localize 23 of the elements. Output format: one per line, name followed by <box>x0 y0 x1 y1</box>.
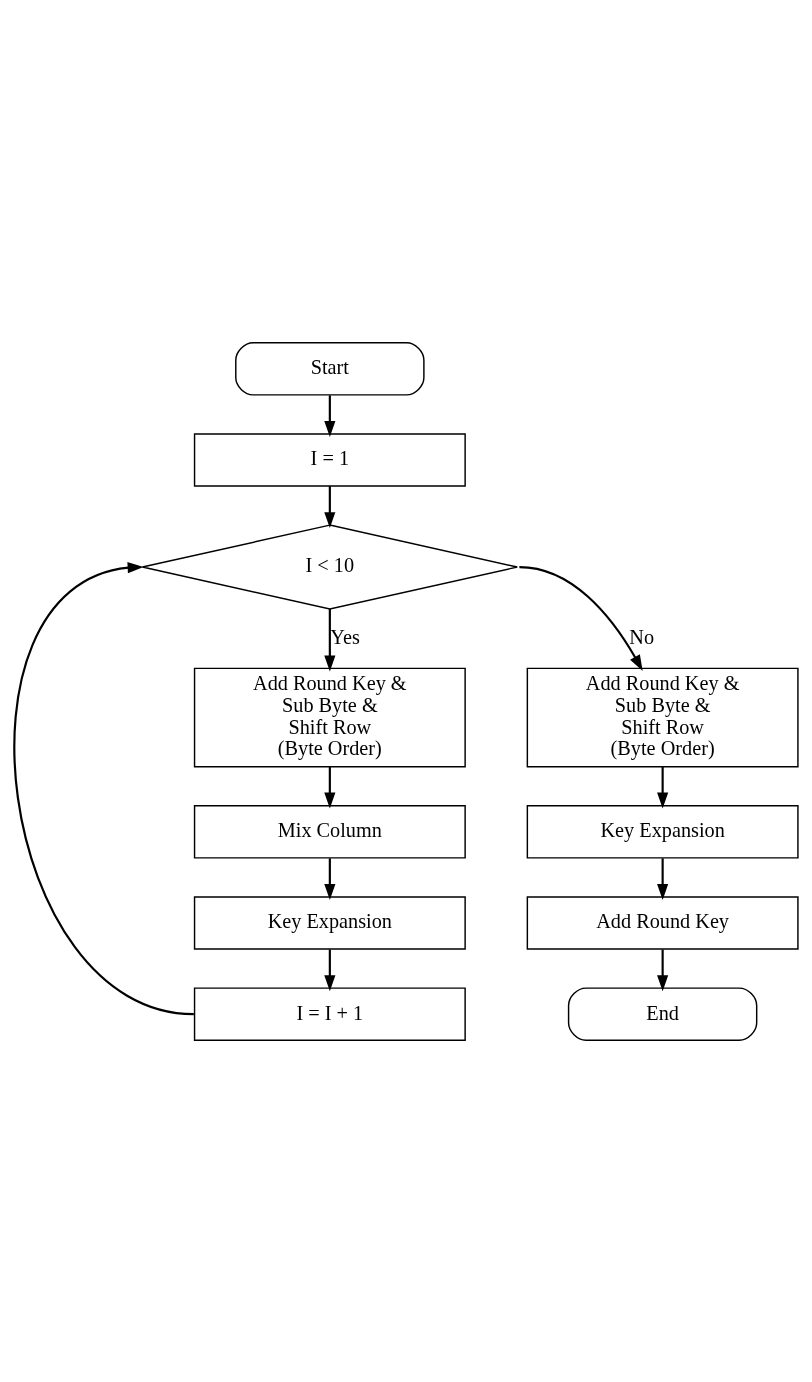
node-box: Start <box>235 341 425 396</box>
arrow <box>13 561 195 1015</box>
arrow <box>324 608 336 671</box>
node-box: I = I + 1 <box>193 986 466 1041</box>
arrow <box>324 485 336 528</box>
node-box: Add Round Key <box>526 895 799 950</box>
node-box: Mix Column <box>193 804 466 859</box>
arrow <box>519 565 643 671</box>
node-box: I = 1 <box>193 432 466 487</box>
node-diamond: I < 10 <box>141 523 518 610</box>
arrow <box>324 857 336 900</box>
node-box: Key Expansion <box>193 895 466 950</box>
edge-label: No <box>629 625 655 648</box>
arrow <box>657 857 669 900</box>
node-box: Add Round Key & Sub Byte & Shift Row (Byte Order) <box>193 667 466 767</box>
arrow <box>324 766 336 809</box>
arrow <box>657 766 669 809</box>
arrow <box>324 394 336 437</box>
node-box: End <box>567 986 758 1041</box>
node-box: Key Expansion <box>526 804 799 859</box>
arrow <box>657 949 669 991</box>
arrow <box>324 949 336 991</box>
node-box: Add Round Key & Sub Byte & Shift Row (Byte Order) <box>526 667 799 767</box>
